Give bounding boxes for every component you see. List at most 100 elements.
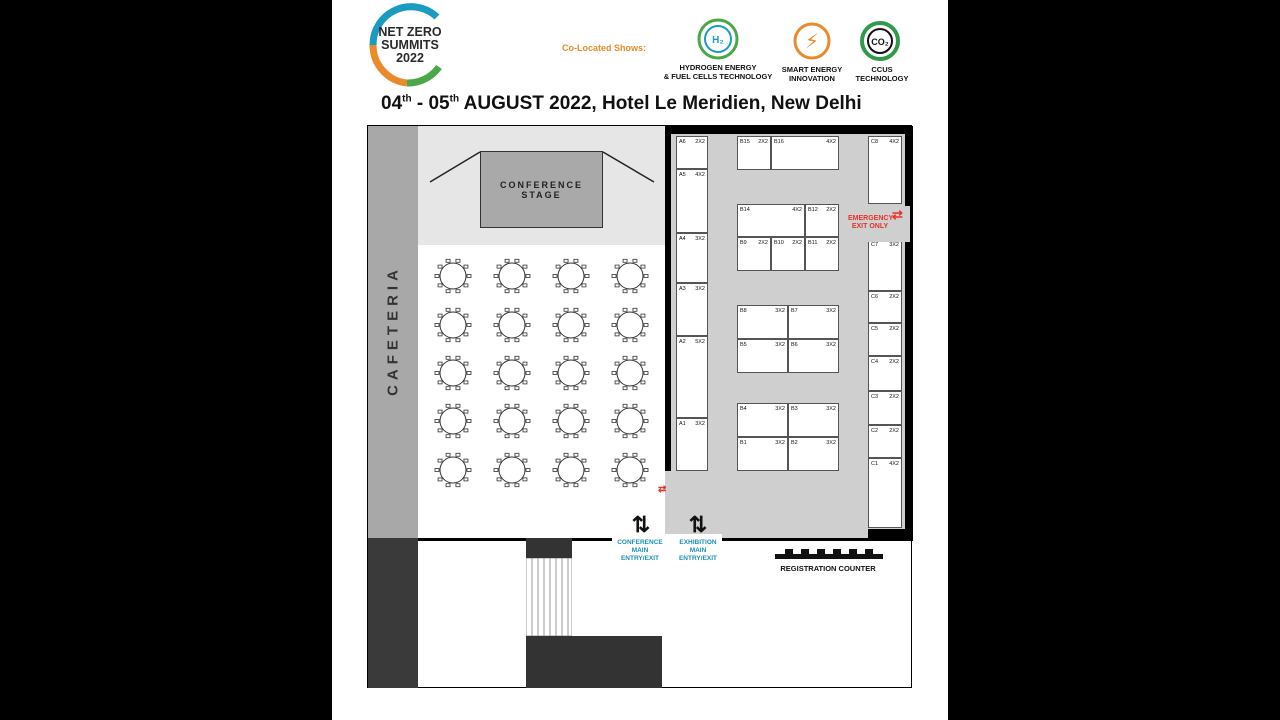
co2-icon: CO₂ bbox=[860, 21, 900, 61]
booth-size: 2X2 bbox=[758, 139, 768, 145]
booth-size: 2X2 bbox=[826, 207, 836, 213]
booth-b4[interactable]: B4 3X2 bbox=[737, 403, 788, 437]
exhibition-opening bbox=[665, 471, 671, 538]
booth-b16[interactable]: B16 4X2 bbox=[771, 136, 839, 170]
exhibition-corner bbox=[868, 529, 913, 538]
booth-id: C2 bbox=[871, 428, 879, 434]
show-line: & FUEL CELLS TECHNOLOGY bbox=[663, 72, 773, 81]
title-part: - 05 bbox=[411, 93, 450, 114]
exhibition-entry-label[interactable]: EXHIBITION MAIN ENTRY/EXIT bbox=[668, 539, 728, 563]
booth-size: 3X2 bbox=[775, 342, 785, 348]
booth-id: B8 bbox=[740, 308, 747, 314]
logo-line: 2022 bbox=[396, 51, 424, 65]
booth-b11[interactable]: B11 2X2 bbox=[805, 237, 839, 271]
booth-size: 3X2 bbox=[695, 286, 705, 292]
show-hydrogen-label: HYDROGEN ENERGY & FUEL CELLS TECHNOLOGY bbox=[662, 63, 774, 81]
booth-id: B4 bbox=[740, 406, 747, 412]
round-table bbox=[552, 355, 590, 391]
entry-line: MAIN bbox=[689, 547, 707, 554]
event-title: 04th - 05th AUGUST 2022, Hotel Le Meridi… bbox=[381, 93, 862, 115]
stage-line: STAGE bbox=[521, 189, 562, 200]
entry-line: ENTRY/EXIT bbox=[620, 555, 660, 562]
conference-entry-label[interactable]: CONFERENCE MAIN ENTRY/EXIT bbox=[610, 539, 670, 563]
booth-size: 4X2 bbox=[889, 461, 899, 467]
lower-block bbox=[526, 636, 662, 688]
booth-size: 2X2 bbox=[889, 294, 899, 300]
booth-a3[interactable]: A3 3X2 bbox=[676, 283, 708, 336]
round-table bbox=[611, 452, 649, 488]
round-table bbox=[552, 403, 590, 439]
booth-b2[interactable]: B2 3X2 bbox=[788, 437, 839, 471]
booth-id: B16 bbox=[774, 139, 784, 145]
side-door-arrows-icon: ⇄ bbox=[658, 484, 667, 495]
booth-size: 3X2 bbox=[826, 342, 836, 348]
booth-size: 3X2 bbox=[775, 406, 785, 412]
round-table bbox=[434, 258, 472, 294]
stage-line: CONFERENCE bbox=[499, 179, 583, 190]
booth-size: 3X2 bbox=[775, 440, 785, 446]
show-line: CCUS bbox=[871, 65, 893, 74]
bolt-glyph: ⚡ bbox=[805, 29, 819, 53]
cafeteria-area bbox=[368, 126, 418, 538]
round-table bbox=[493, 307, 531, 343]
booth-id: C1 bbox=[871, 461, 879, 467]
conference-door-gap bbox=[612, 534, 668, 542]
booth-id: A5 bbox=[679, 172, 686, 178]
registration-counter bbox=[775, 549, 883, 559]
exit-arrows-icon: ⇄ bbox=[892, 207, 903, 222]
booth-id: B11 bbox=[808, 240, 818, 246]
round-table bbox=[434, 403, 472, 439]
booth-size: 3X2 bbox=[826, 308, 836, 314]
booth-size: 2X2 bbox=[889, 326, 899, 332]
round-table bbox=[434, 307, 472, 343]
booth-id: A3 bbox=[679, 286, 686, 292]
round-table bbox=[611, 403, 649, 439]
energy-bolt-icon: ⚡ bbox=[793, 22, 831, 60]
booth-a6[interactable]: A6 2X2 bbox=[676, 136, 708, 169]
booth-size: 3X2 bbox=[775, 308, 785, 314]
title-part: AUGUST 2022, Hotel Le Meridien, New Delh… bbox=[459, 93, 862, 114]
booth-id: C3 bbox=[871, 394, 879, 400]
round-table bbox=[552, 452, 590, 488]
round-table bbox=[552, 307, 590, 343]
seating-tables bbox=[434, 258, 649, 488]
booth-b12[interactable]: B12 2X2 bbox=[805, 204, 839, 237]
show-ccus-label: CCUS TECHNOLOGY bbox=[852, 65, 912, 83]
booth-id: B12 bbox=[808, 207, 818, 213]
booth-id: A6 bbox=[679, 139, 686, 145]
booth-size: 2X2 bbox=[792, 240, 802, 246]
show-smart-energy-label: SMART ENERGY INNOVATION bbox=[772, 65, 852, 83]
emergency-line: EMERGENCY bbox=[848, 215, 894, 222]
booth-size: 2X2 bbox=[695, 139, 705, 145]
booth-b8[interactable]: B8 3X2 bbox=[737, 305, 788, 339]
stage-lines bbox=[429, 151, 655, 183]
booth-size: 3X2 bbox=[826, 440, 836, 446]
booth-c1[interactable]: C1 4X2 bbox=[868, 458, 902, 528]
booth-size: 2X2 bbox=[826, 240, 836, 246]
exhibition-door-gap bbox=[668, 534, 722, 542]
booth-size: 4X2 bbox=[826, 139, 836, 145]
booth-id: C4 bbox=[871, 359, 879, 365]
booth-id: B2 bbox=[791, 440, 798, 446]
round-table bbox=[434, 355, 472, 391]
